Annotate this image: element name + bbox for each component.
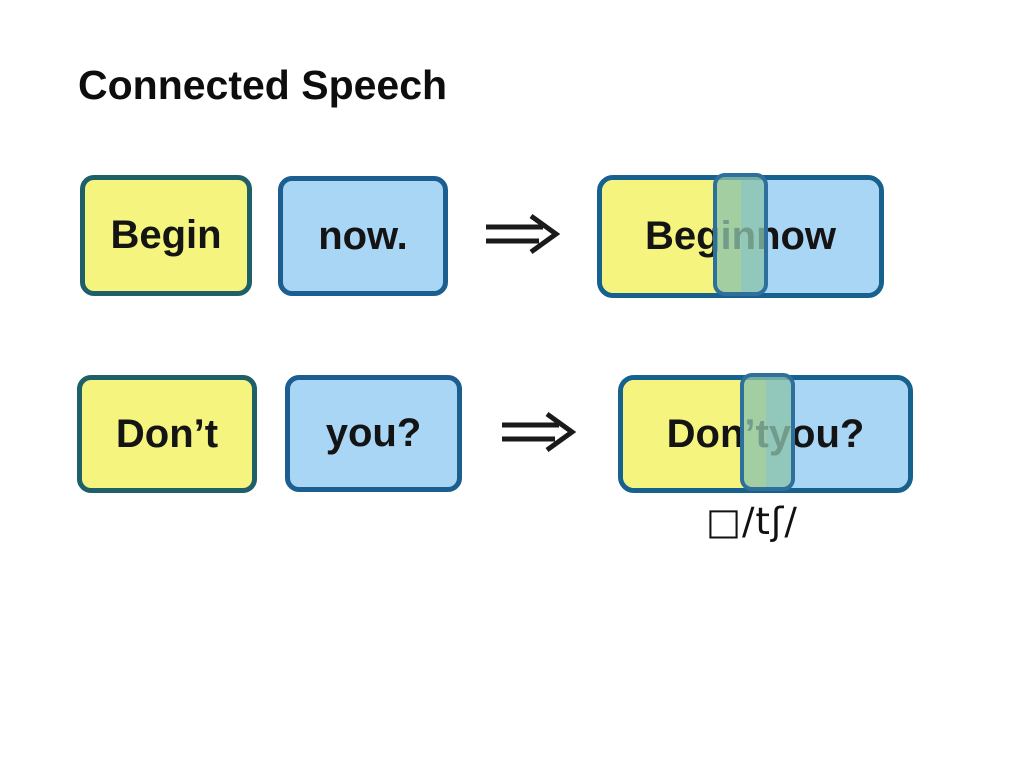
double-arrow-right-icon — [502, 411, 577, 453]
row1-word-box-now: now. — [278, 176, 448, 296]
row2-word-you-label: you? — [325, 411, 422, 455]
row2-overlap-strip — [740, 373, 796, 491]
row1-overlap-strip — [712, 173, 768, 296]
page-title: Connected Speech — [78, 62, 448, 108]
row2-word-box-you: you? — [285, 375, 462, 492]
row1-word-box-begin: Begin — [80, 175, 252, 296]
row1-word-now-label: now. — [318, 213, 408, 258]
double-arrow-right-icon — [486, 213, 561, 255]
phonetic-transcription-note: □/tʃ/ — [706, 500, 798, 543]
row2-word-box-dont: Don’t — [77, 375, 257, 493]
row2-word-dont-label: Don’t — [115, 411, 219, 456]
row1-word-begin-label: Begin — [110, 213, 222, 257]
